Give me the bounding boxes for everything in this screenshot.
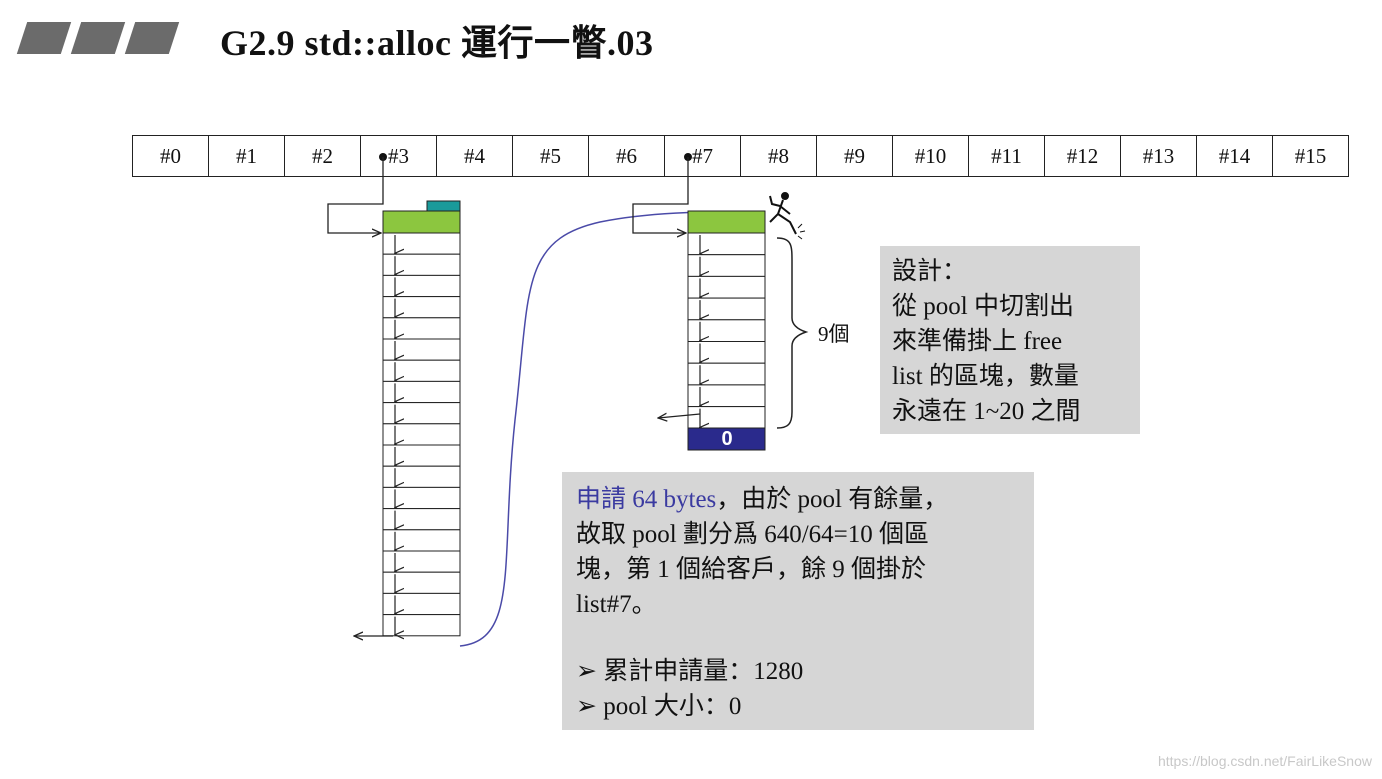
- stick-figure-icon: [770, 193, 805, 239]
- chunk-brace: [777, 238, 806, 428]
- spacer: [576, 622, 1020, 654]
- request-note: 申請 64 bytes，由於 pool 有餘量， 故取 pool 劃分爲 640…: [562, 472, 1034, 730]
- request-line-1: 申請 64 bytes，由於 pool 有餘量，: [576, 482, 1020, 517]
- request-line-1-rest: ，由於 pool 有餘量，: [716, 486, 948, 513]
- list3-header-chunk: [383, 211, 460, 233]
- list3-chunk-column: [383, 201, 460, 636]
- design-note-line: 來準備掛上 free: [892, 324, 1128, 359]
- request-size-highlight: 申請 64 bytes: [576, 486, 716, 513]
- chunk-count-label: 9個: [818, 318, 850, 348]
- stat-total-requested: ➢ 累計申請量：1280: [576, 654, 1020, 689]
- teal-tab: [427, 201, 460, 211]
- design-note-line: 設計：: [892, 254, 1128, 289]
- design-note-line: list 的區塊，數量: [892, 359, 1128, 394]
- stat-pool-size: ➢ pool 大小：0: [576, 689, 1020, 724]
- list7-pointer: [633, 153, 692, 233]
- list7-header-chunk: [688, 211, 765, 233]
- request-line-3: 塊，第 1 個給客戶，餘 9 個掛於: [576, 552, 1020, 587]
- design-note-line: 永遠在 1~20 之間: [892, 394, 1128, 429]
- list3-pointer: [328, 153, 387, 233]
- design-note-line: 從 pool 中切割出: [892, 289, 1128, 324]
- watermark: https://blog.csdn.net/FairLikeSnow: [1158, 753, 1372, 769]
- null-value-label: 0: [689, 428, 765, 450]
- request-line-2: 故取 pool 劃分爲 640/64=10 個區: [576, 517, 1020, 552]
- request-line-4: list#7。: [576, 587, 1020, 622]
